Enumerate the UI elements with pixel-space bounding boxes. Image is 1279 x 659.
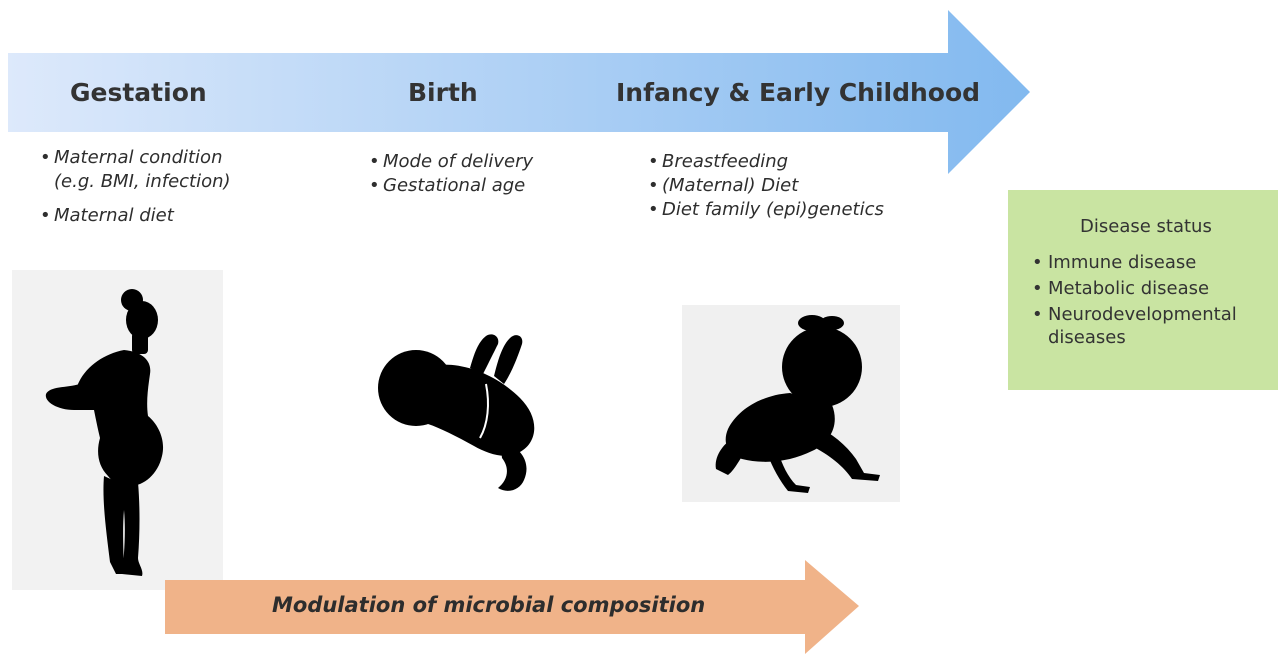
- factor-item: Mode of delivery: [369, 150, 533, 174]
- disease-item: Immune disease: [1032, 251, 1278, 274]
- stage-title-infancy: Infancy & Early Childhood: [616, 78, 980, 107]
- factor-item: (Maternal) Diet: [648, 174, 884, 198]
- stage-title-gestation: Gestation: [70, 78, 207, 107]
- disease-status-box: Disease status Immune disease Metabolic …: [1008, 190, 1278, 390]
- newborn-baby-silhouette-icon: [370, 320, 550, 500]
- crawling-baby-silhouette-icon: [682, 305, 900, 502]
- crawling-baby-image: [682, 305, 900, 502]
- factor-item: Maternal condition (e.g. BMI, infection): [40, 146, 231, 194]
- factor-item: Breastfeeding: [648, 150, 884, 174]
- birth-factor-list: Mode of delivery Gestational age: [369, 150, 533, 198]
- disease-item: Metabolic disease: [1032, 277, 1278, 300]
- disease-item: Neurodevelopmental diseases: [1032, 303, 1278, 349]
- factor-item: Gestational age: [369, 174, 533, 198]
- gestation-factor-list: Maternal condition (e.g. BMI, infection)…: [40, 146, 231, 238]
- stage-title-birth: Birth: [408, 78, 478, 107]
- factor-item: Diet family (epi)genetics: [648, 198, 884, 222]
- infancy-factor-list: Breastfeeding (Maternal) Diet Diet famil…: [648, 150, 884, 222]
- pregnant-woman-silhouette-icon: [12, 270, 223, 590]
- disease-list: Immune disease Metabolic disease Neurode…: [1032, 251, 1278, 349]
- newborn-baby-image: [370, 320, 550, 500]
- pregnant-woman-image: [12, 270, 223, 590]
- disease-status-title: Disease status: [1080, 216, 1278, 237]
- factor-item: Maternal diet: [40, 204, 231, 228]
- modulation-label: Modulation of microbial composition: [272, 593, 705, 617]
